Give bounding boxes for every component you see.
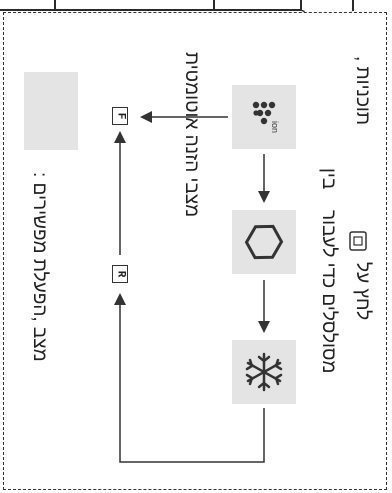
- snowflake-icon: [245, 352, 283, 392]
- hex-mode-tile: [232, 210, 296, 274]
- refresh-key-icon: R: [112, 265, 128, 283]
- svg-text:ion: ion: [270, 121, 280, 133]
- ion-fan-icon: ion: [252, 101, 280, 133]
- ion-mode-tile: ion: [232, 85, 296, 149]
- filter-key-icon: F: [112, 107, 128, 125]
- freeze-mode-tile: [232, 340, 296, 404]
- blank-tile: [24, 72, 78, 150]
- hexagon-mode-icon: [244, 224, 284, 260]
- mode-button-icon: [349, 231, 367, 251]
